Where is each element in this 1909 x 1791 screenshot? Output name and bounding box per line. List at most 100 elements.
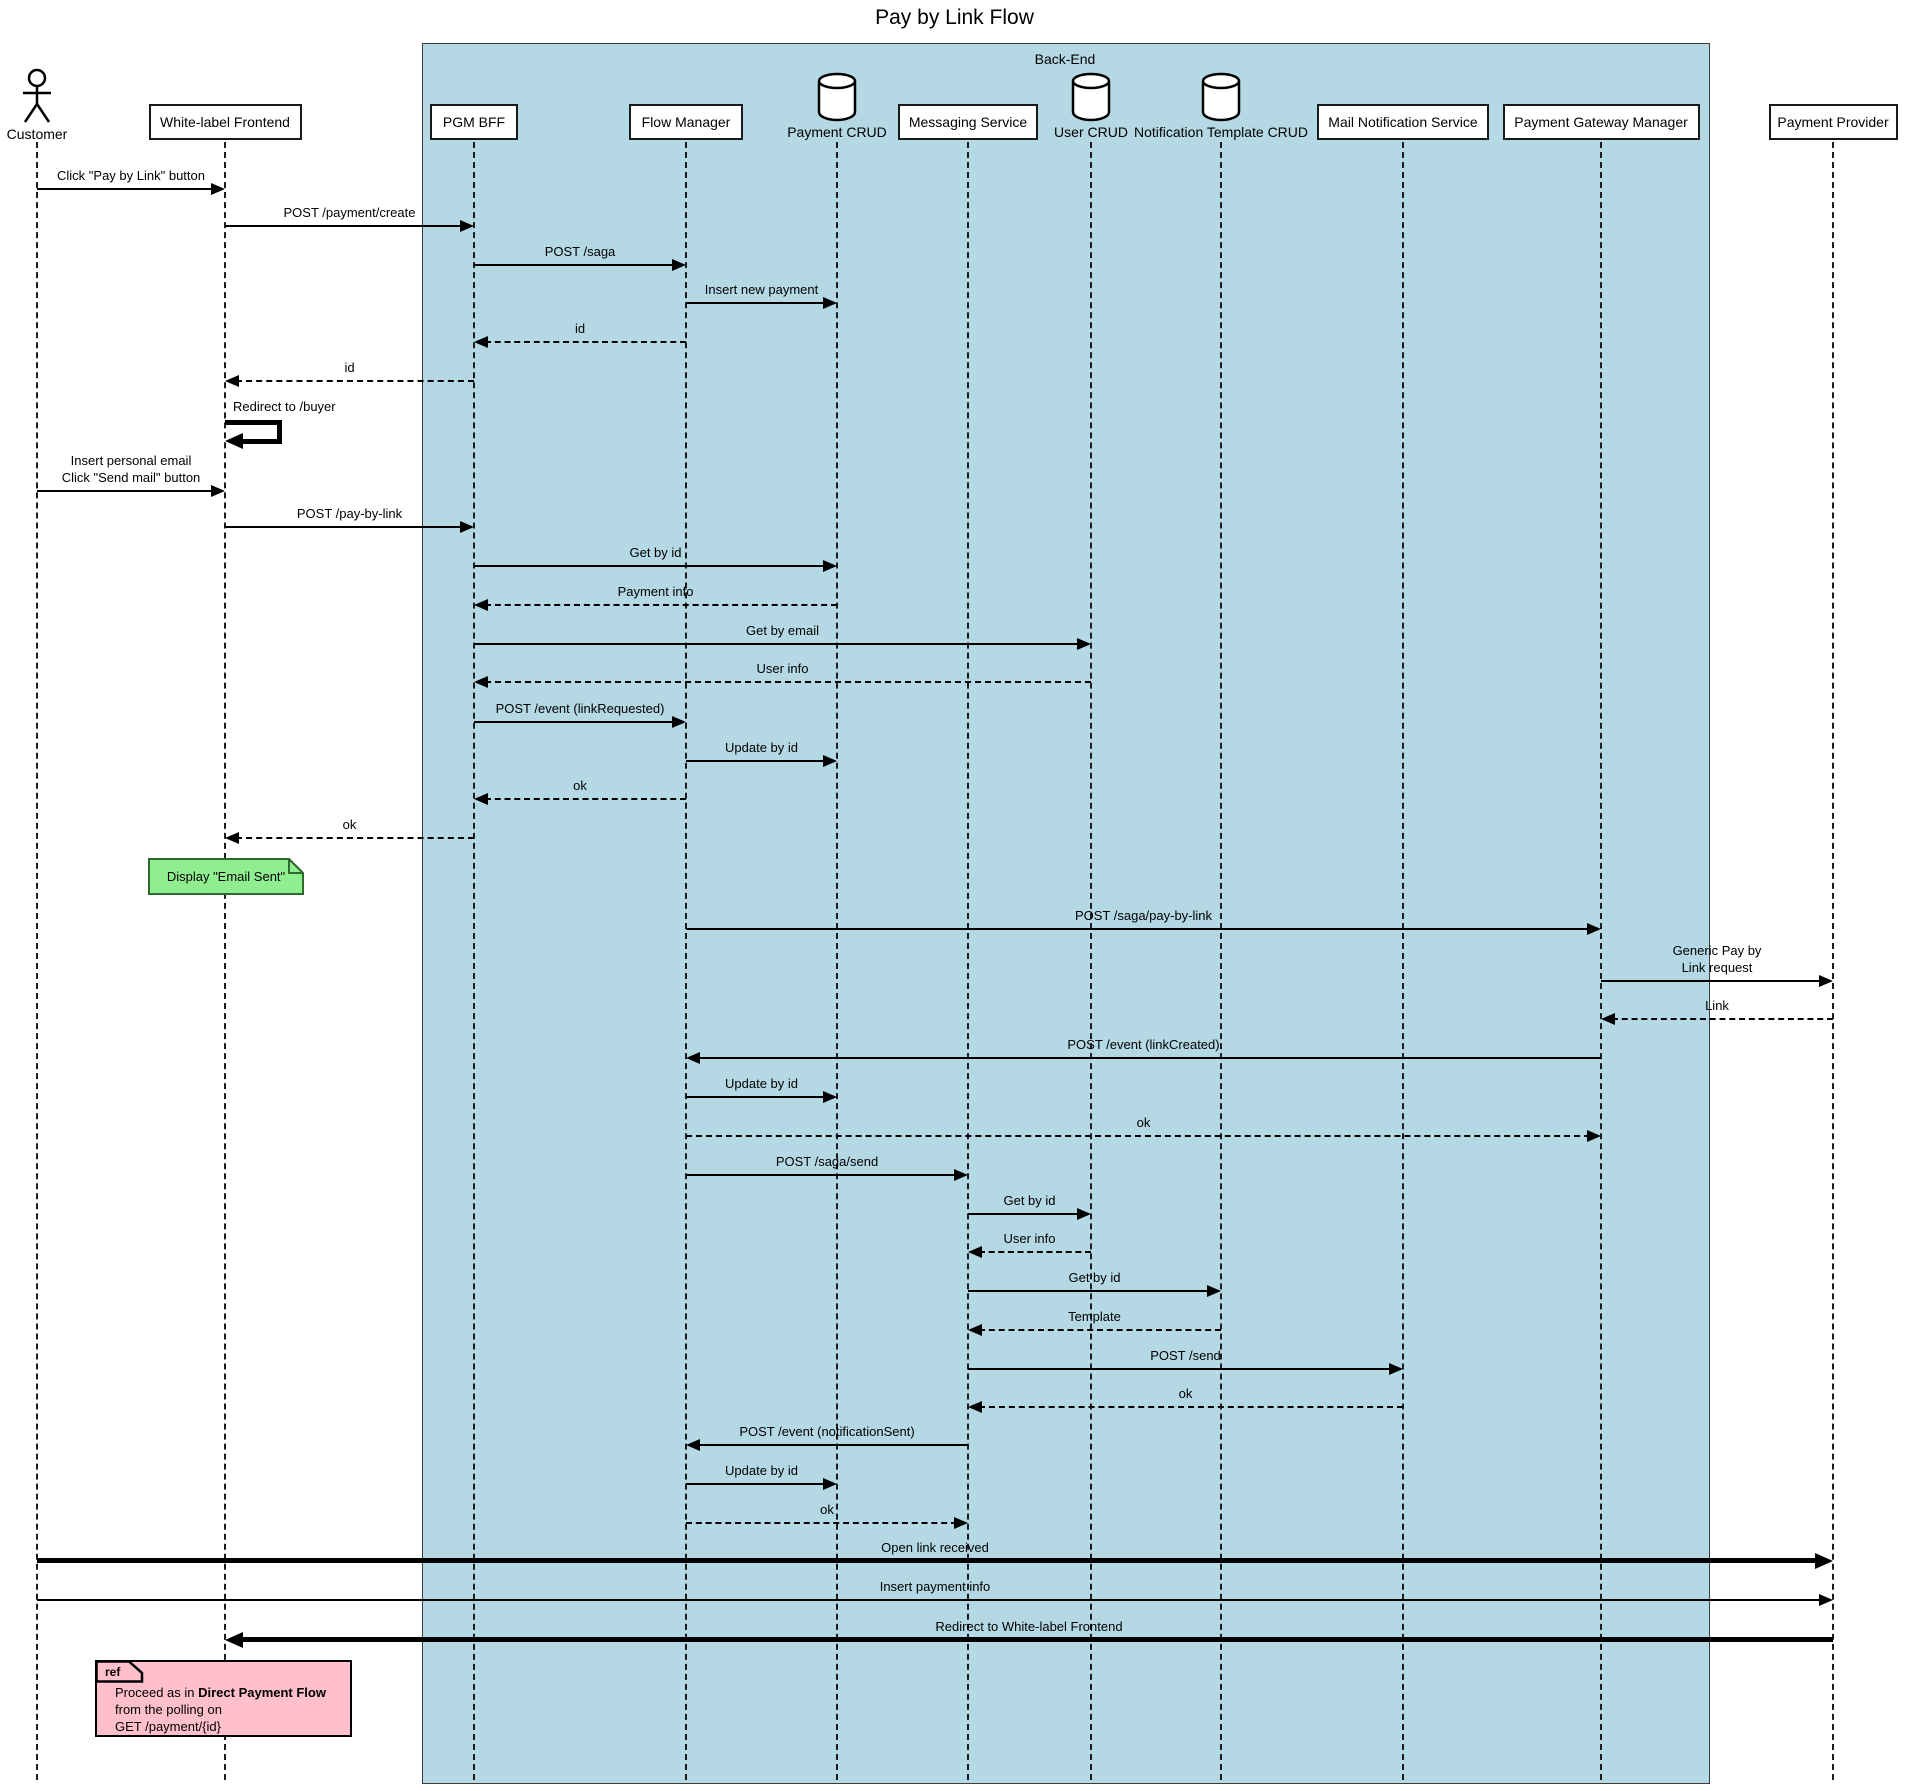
ref-text-line2: from the polling on bbox=[115, 1702, 222, 1717]
message-arrowhead bbox=[1819, 975, 1833, 987]
message-arrowhead bbox=[1815, 1553, 1833, 1569]
message-label: Insert personal email Click "Send mail" … bbox=[61, 453, 201, 485]
message-label: POST /saga bbox=[544, 244, 616, 259]
message-arrowhead bbox=[672, 716, 686, 728]
message-arrowhead bbox=[686, 1052, 700, 1064]
ref-text-line3: GET /payment/{id} bbox=[115, 1719, 221, 1734]
message-arrowhead bbox=[1077, 1208, 1091, 1220]
backend-frame-label: Back-End bbox=[1034, 51, 1096, 67]
database-icon bbox=[1200, 72, 1242, 122]
message-arrowhead bbox=[474, 336, 488, 348]
ref-text-bold: Direct Payment Flow bbox=[198, 1685, 326, 1700]
message-arrowhead bbox=[1601, 1013, 1615, 1025]
participant-ntcrud: Notification Template CRUD bbox=[1133, 124, 1309, 140]
ref-note-text: Proceed as in Direct Payment Flow from th… bbox=[115, 1684, 326, 1735]
participant-label: Payment Gateway Manager bbox=[1514, 114, 1688, 130]
return-message-line bbox=[485, 798, 686, 800]
lifeline-msg bbox=[967, 142, 969, 1780]
database-icon bbox=[816, 72, 858, 122]
message-arrowhead bbox=[968, 1324, 982, 1336]
return-message-line bbox=[1612, 1018, 1833, 1020]
participant-usercrud: User CRUD bbox=[1054, 124, 1128, 140]
message-arrowhead bbox=[460, 220, 474, 232]
self-message-line bbox=[241, 439, 282, 444]
message-arrowhead bbox=[823, 755, 837, 767]
lifeline-usercrud bbox=[1090, 142, 1092, 1780]
message-line bbox=[37, 1599, 1822, 1601]
return-message-line bbox=[686, 1522, 957, 1524]
message-label: POST /event (linkRequested) bbox=[495, 701, 665, 716]
message-label: Link bbox=[1705, 998, 1729, 1013]
message-arrowhead bbox=[225, 832, 239, 844]
message-line bbox=[240, 1637, 1833, 1642]
message-arrowhead bbox=[954, 1169, 968, 1181]
message-label: Template bbox=[1068, 1309, 1121, 1324]
return-message-line bbox=[485, 681, 1091, 683]
lifeline-pgmbff bbox=[473, 142, 475, 1780]
return-message-line bbox=[236, 837, 474, 839]
message-line bbox=[37, 1558, 1818, 1563]
message-label: POST /saga/pay-by-link bbox=[1074, 908, 1213, 923]
participant-provider: Payment Provider bbox=[1768, 104, 1898, 140]
message-arrowhead bbox=[823, 1091, 837, 1103]
return-message-line bbox=[236, 380, 474, 382]
message-arrowhead bbox=[686, 1439, 700, 1451]
message-line bbox=[968, 1290, 1210, 1292]
message-arrowhead bbox=[225, 1632, 243, 1648]
lifeline-customer bbox=[36, 142, 38, 1780]
message-label: ok bbox=[1136, 1115, 1151, 1130]
message-label: id bbox=[344, 360, 355, 375]
message-arrowhead bbox=[1587, 923, 1601, 935]
backend-frame bbox=[422, 43, 1710, 1784]
message-line bbox=[37, 490, 214, 492]
message-arrowhead bbox=[823, 1478, 837, 1490]
self-message-line bbox=[225, 420, 282, 425]
lifeline-pgm bbox=[1600, 142, 1602, 1780]
participant-mailnotif: Mail Notification Service bbox=[1317, 104, 1489, 140]
participant-flow: Flow Manager bbox=[629, 104, 743, 140]
participant-msg: Messaging Service bbox=[898, 104, 1038, 140]
participant-pgmbff: PGM BFF bbox=[430, 104, 518, 140]
message-label: ok bbox=[342, 817, 357, 832]
message-label: ok bbox=[573, 778, 587, 793]
participant-pgm: Payment Gateway Manager bbox=[1502, 104, 1700, 140]
message-label: ok bbox=[820, 1502, 834, 1517]
message-line bbox=[968, 1213, 1080, 1215]
message-arrowhead bbox=[211, 485, 225, 497]
lifeline-frontend bbox=[224, 142, 226, 1780]
message-line bbox=[474, 643, 1080, 645]
note-text: Display "Email Sent" bbox=[166, 869, 286, 884]
message-label: Open link received bbox=[881, 1540, 989, 1555]
actor-icon bbox=[20, 68, 54, 126]
message-label: User info bbox=[1003, 1231, 1056, 1246]
message-arrowhead bbox=[225, 375, 239, 387]
message-arrowhead bbox=[1207, 1285, 1221, 1297]
message-label: POST /event (notificationSent) bbox=[739, 1424, 915, 1439]
participant-label: Payment Provider bbox=[1777, 114, 1889, 130]
message-arrowhead bbox=[460, 521, 474, 533]
message-line bbox=[686, 302, 826, 304]
message-arrowhead bbox=[823, 297, 837, 309]
message-arrowhead bbox=[474, 793, 488, 805]
note-email-sent: Display "Email Sent" bbox=[148, 856, 306, 895]
message-label: ok bbox=[1178, 1386, 1193, 1401]
lifeline-flow bbox=[685, 142, 687, 1780]
return-message-line bbox=[485, 341, 686, 343]
message-label: Generic Pay by Link request bbox=[1672, 943, 1762, 975]
database-icon bbox=[1070, 72, 1112, 122]
message-label: Update by id bbox=[725, 740, 798, 755]
message-line bbox=[968, 1368, 1392, 1370]
lifeline-provider bbox=[1832, 142, 1834, 1780]
ref-text-normal: Proceed as in bbox=[115, 1685, 199, 1700]
message-line bbox=[686, 1174, 957, 1176]
message-label: Update by id bbox=[725, 1076, 798, 1091]
self-message-line bbox=[277, 420, 282, 444]
message-label: Insert new payment bbox=[704, 282, 819, 297]
return-message-line bbox=[686, 1135, 1590, 1137]
message-label: Redirect to /buyer bbox=[233, 399, 336, 414]
message-line bbox=[686, 760, 826, 762]
return-message-line bbox=[979, 1406, 1403, 1408]
participant-label: PGM BFF bbox=[442, 114, 506, 130]
message-arrowhead bbox=[211, 183, 225, 195]
